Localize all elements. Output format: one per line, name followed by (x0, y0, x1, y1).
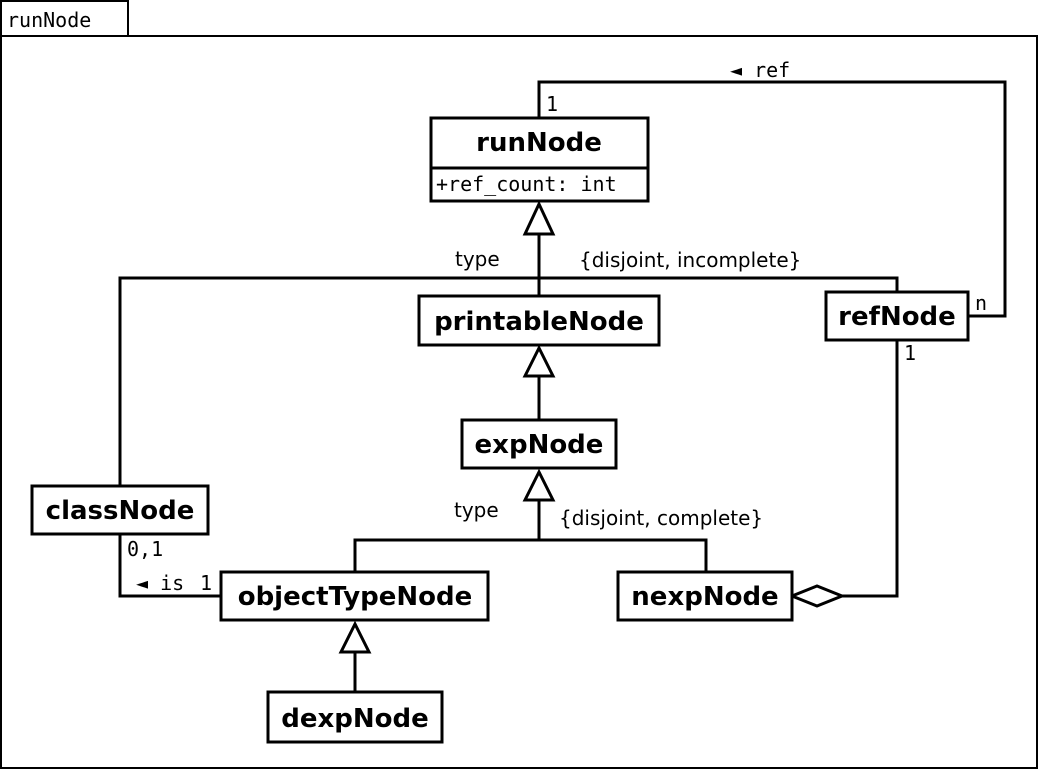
generalization-bar-top (118, 276, 899, 486)
class-runNode[interactable]: runNode +ref_count: int (429, 116, 650, 203)
generalization-arrow-printableNode (522, 344, 556, 378)
class-objectTypeNode[interactable]: objectTypeNode (219, 570, 490, 622)
generalization-top-constraint: {disjoint, incomplete} (579, 248, 801, 272)
aggregation-mult-refNode: 1 (904, 341, 916, 365)
ref-association-name: ◄ ref (730, 58, 790, 82)
is-mult-classNode: 0,1 (127, 537, 163, 561)
generalization-arrow-objectTypeNode (338, 620, 372, 654)
class-objectTypeNode-name: objectTypeNode (238, 582, 473, 612)
ref-association-line (537, 80, 1007, 318)
generalization-arrow-expNode (522, 468, 556, 502)
is-mult-objectTypeNode: 1 (200, 571, 212, 595)
package-frame (0, 35, 1038, 769)
aggregation-diamond (787, 584, 847, 608)
ref-mult-refNode: n (975, 291, 987, 315)
class-nexpNode-name: nexpNode (631, 582, 778, 612)
class-printableNode-name: printableNode (434, 307, 644, 337)
is-association-line (118, 534, 221, 598)
generalization-top-label: type (455, 247, 500, 271)
class-nexpNode[interactable]: nexpNode (616, 570, 794, 622)
generalization-mid-label: type (454, 498, 499, 522)
generalization-bar-mid (353, 538, 708, 572)
is-association-name: ◄ is (136, 571, 184, 595)
class-refNode[interactable]: refNode (824, 290, 970, 342)
class-dexpNode-name: dexpNode (281, 704, 429, 734)
package-label: runNode (7, 8, 91, 32)
class-refNode-name: refNode (838, 302, 956, 332)
class-printableNode[interactable]: printableNode (417, 294, 661, 347)
ref-mult-runNode: 1 (546, 92, 558, 116)
class-classNode-name: classNode (46, 496, 195, 526)
generalization-arrow-runNode (522, 200, 556, 236)
aggregation-line (842, 340, 899, 598)
class-dexpNode[interactable]: dexpNode (266, 690, 444, 744)
class-runNode-attribute: +ref_count: int (436, 172, 617, 196)
package-tab (0, 0, 129, 37)
generalization-mid-constraint: {disjoint, complete} (559, 506, 763, 530)
class-expNode[interactable]: expNode (460, 418, 618, 470)
class-expNode-name: expNode (475, 430, 604, 460)
class-runNode-name: runNode (476, 128, 602, 158)
class-classNode[interactable]: classNode (30, 484, 210, 536)
